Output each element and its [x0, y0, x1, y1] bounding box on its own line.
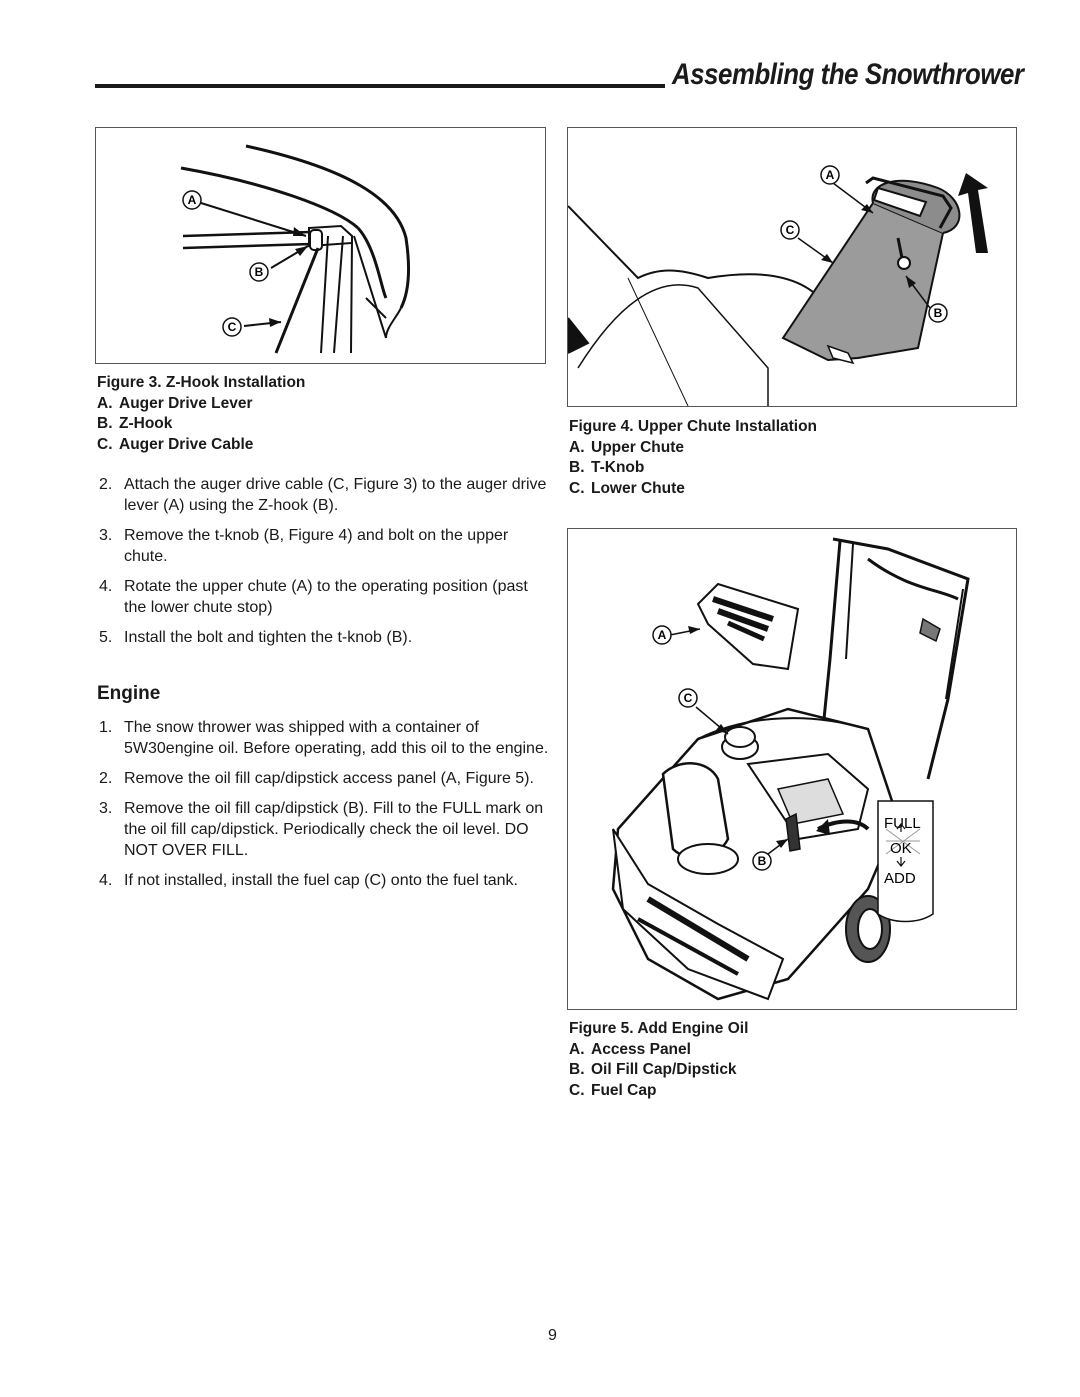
- fig3-callout-a: A: [188, 193, 197, 207]
- figure-4-item-b: B.T-Knob: [569, 459, 645, 476]
- figure-3-caption: Figure 3. Z-Hook Installation A.Auger Dr…: [97, 373, 305, 455]
- dipstick-ok-label: OK: [890, 840, 912, 857]
- fig3-callout-c: C: [228, 320, 237, 334]
- fig5-callout-c: C: [684, 691, 693, 705]
- figure-4-item-c: C.Lower Chute: [569, 479, 685, 497]
- figure-4-caption: Figure 4. Upper Chute Installation A.Upp…: [569, 417, 817, 499]
- list-item: 3.Remove the oil fill cap/dipstick (B). …: [99, 800, 544, 859]
- list-item: 5.Install the bolt and tighten the t-kno…: [99, 629, 413, 646]
- list-item: 2.Remove the oil fill cap/dipstick acces…: [99, 770, 534, 787]
- figure-3-item-b: B.Z-Hook: [97, 415, 173, 432]
- figure-4-caption-title: Figure 4. Upper Chute Installation: [569, 418, 818, 435]
- list-item: 3.Remove the t-knob (B, Figure 4) and bo…: [99, 527, 509, 565]
- engine-heading: Engine: [97, 683, 161, 704]
- figure-5-illustration: FULL OK ADD A C B: [567, 528, 1017, 1010]
- figure-5-item-a: A.Access Panel: [569, 1040, 691, 1058]
- fig4-callout-a: A: [826, 168, 835, 182]
- list-item: 1.The snow thrower was shipped with a co…: [99, 719, 549, 757]
- figure-5-item-c: C.Fuel Cap: [569, 1081, 657, 1099]
- header-rule: [95, 84, 665, 88]
- figure-4-item-a: A.Upper Chute: [569, 438, 684, 456]
- figure-5-caption-title: Figure 5. Add Engine Oil: [569, 1020, 749, 1037]
- dipstick-full-label: FULL: [884, 815, 921, 832]
- dipstick-add-label: ADD: [884, 870, 916, 887]
- list-item: 2.Attach the auger drive cable (C, Figur…: [99, 476, 547, 514]
- figure-5-item-b: B.Oil Fill Cap/Dipstick: [569, 1061, 737, 1078]
- figure-3-caption-title: Figure 3. Z-Hook Installation: [97, 374, 306, 391]
- assembly-steps: 2.Attach the auger drive cable (C, Figur…: [96, 474, 549, 657]
- list-item: 4.Rotate the upper chute (A) to the oper…: [99, 578, 528, 616]
- fig3-callout-b: B: [255, 265, 264, 279]
- figure-3-illustration: A B C: [95, 127, 546, 364]
- page-number: 9: [548, 1327, 557, 1344]
- figure-5-caption: Figure 5. Add Engine Oil A.Access Panel …: [569, 1019, 748, 1101]
- page-title: Assembling the Snowthrower: [672, 58, 1024, 91]
- fig5-callout-a: A: [658, 628, 667, 642]
- fig4-callout-b: B: [934, 306, 943, 320]
- list-item: 4.If not installed, install the fuel cap…: [99, 872, 518, 889]
- figure-3-item-c: C.Auger Drive Cable: [97, 435, 254, 453]
- fig5-callout-b: B: [758, 854, 767, 868]
- figure-3-item-a: A.Auger Drive Lever: [97, 394, 253, 412]
- engine-steps: 1.The snow thrower was shipped with a co…: [96, 717, 549, 900]
- fig4-callout-c: C: [786, 223, 795, 237]
- figure-4-illustration: A C B: [567, 127, 1017, 407]
